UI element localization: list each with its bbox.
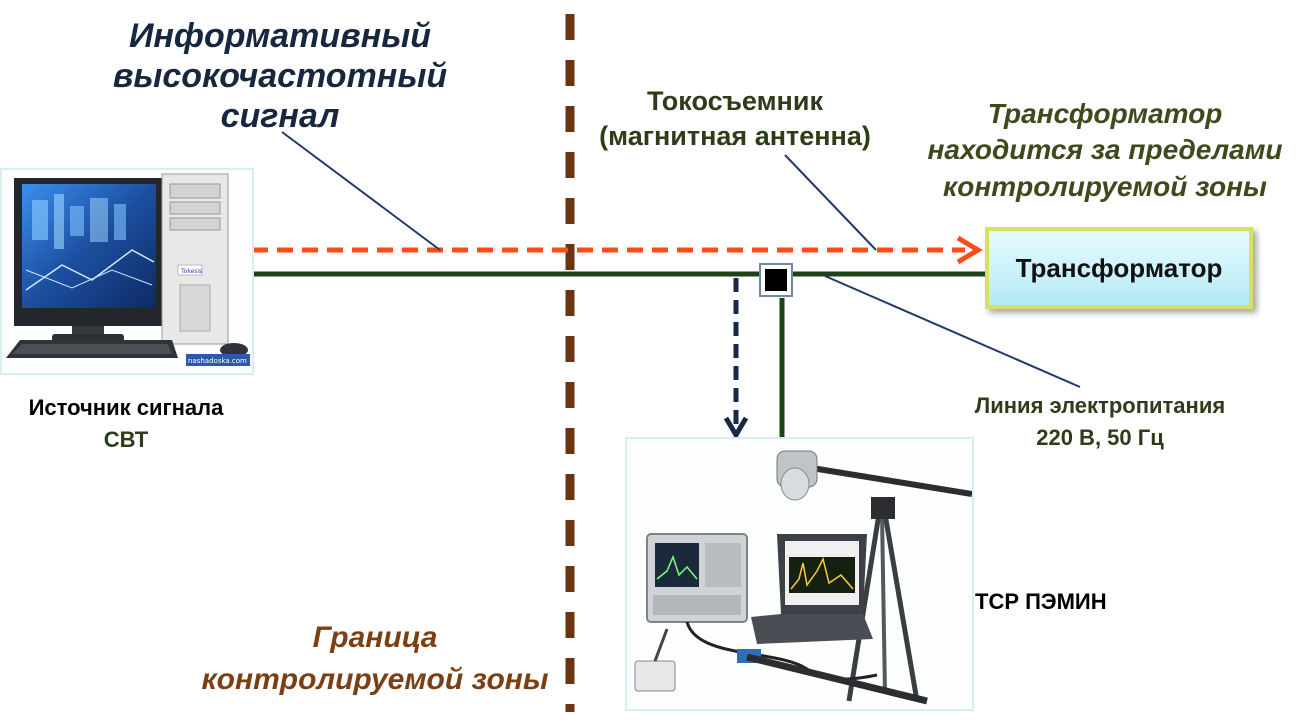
sensor-label-line1: Токосъемник	[647, 86, 823, 116]
signal-label: Информативный высокочастотный сигнал	[100, 16, 460, 136]
signal-leader-line	[281, 131, 441, 251]
signal-label-line1: Информативный	[128, 17, 432, 55]
trans-note-line2: находится за пределами	[927, 134, 1283, 166]
probe-arrowhead	[723, 416, 749, 440]
signal-source-label: Источник сигнала СВТ	[0, 392, 252, 456]
signal-label-line3: сигнал	[220, 97, 340, 136]
trans-note-line3: контролируемой зоны	[943, 170, 1267, 202]
computer-image-panel: Tokesis nashadoska.com	[0, 168, 254, 375]
tsr-equipment-panel	[625, 437, 974, 711]
signal-arrowhead	[956, 235, 983, 265]
computer-icon: Tokesis nashadoska.com	[6, 173, 250, 366]
power-label-line2: 220 В, 50 Гц	[1036, 424, 1164, 450]
border-label-line1: Граница	[312, 621, 438, 654]
sensor-leader-line	[784, 154, 877, 251]
zone-border-label: Граница контролируемой зоны	[185, 617, 565, 701]
current-sensor-label: Токосъемник (магнитная антенна)	[580, 84, 890, 153]
border-label-line2: контролируемой зоны	[201, 663, 549, 696]
power-leader-line	[824, 275, 1081, 388]
power-label-line1: Линия электропитания	[974, 393, 1226, 418]
signal-label-line2: высокочастотный	[112, 57, 448, 96]
transformer-note: Трансформатор находится за пределами кон…	[920, 96, 1290, 205]
power-line-label: Линия электропитания 220 В, 50 Гц	[940, 390, 1260, 454]
sensor-label-line2: (магнитная антенна)	[599, 120, 871, 151]
trans-note-line1: Трансформатор	[987, 98, 1223, 129]
tsr-label: ТСР ПЭМИН	[975, 589, 1107, 614]
watermark-text: nashadoska.com	[188, 357, 247, 365]
source-label-line2: СВТ	[103, 426, 149, 452]
computer-brand-text: Tokesis	[180, 268, 202, 275]
transformer-box: Трансформатор	[985, 227, 1253, 309]
source-label-line1: Источник сигнала	[28, 395, 224, 420]
spectrum-analyzer-kit-icon	[634, 450, 973, 705]
